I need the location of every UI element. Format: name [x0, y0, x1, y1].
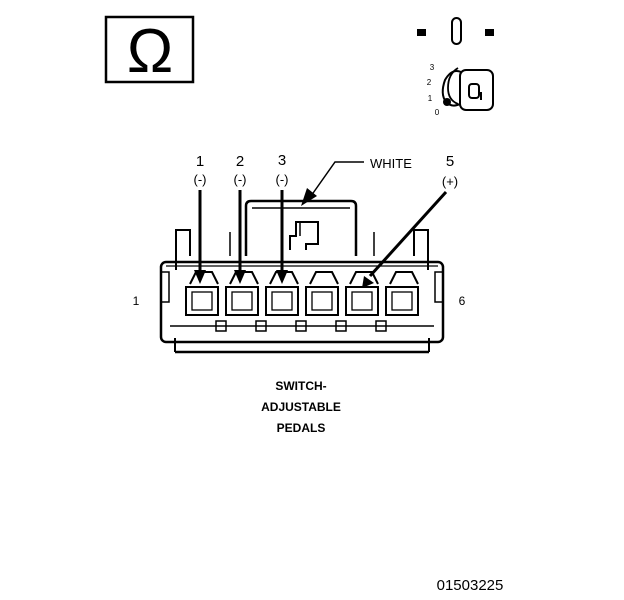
connector-end-left: 1 — [133, 294, 140, 308]
ohmmeter-box — [104, 15, 195, 84]
caption-line-1: SWITCH- — [275, 379, 326, 393]
key-slot-icon — [451, 17, 462, 45]
terminal-cavity-5 — [345, 271, 379, 316]
connector-body — [159, 199, 445, 354]
ignition-switch-symbol: 3 2 1 0 — [417, 17, 494, 117]
wire-color-label: WHITE — [370, 156, 412, 171]
caption-line-2: ADJUSTABLE — [261, 400, 341, 414]
pin-2-arrow — [234, 190, 246, 284]
pin-1-polarity: (-) — [194, 172, 207, 187]
ignition-position-3: 3 — [430, 63, 435, 72]
white-wire-leader — [301, 161, 364, 206]
pin-3-polarity: (-) — [276, 172, 289, 187]
connector-end-right: 6 — [459, 294, 466, 308]
pin-2-number: 2 — [236, 153, 244, 170]
terminal-cavity-4 — [305, 271, 339, 316]
ignition-tick-right — [485, 29, 494, 36]
ignition-position-2: 2 — [427, 78, 432, 87]
pin-2-polarity: (-) — [234, 172, 247, 187]
pin-5-number: 5 — [446, 153, 454, 170]
terminal-cavity-6 — [385, 271, 419, 316]
pin-1-arrow — [194, 190, 206, 284]
pin-3-number: 3 — [278, 152, 286, 169]
ignition-tick-left — [417, 29, 426, 36]
pin-3-arrow — [276, 190, 288, 284]
figure-number: 01503225 — [437, 577, 504, 594]
pin-5-arrow — [362, 190, 448, 288]
caption-line-3: PEDALS — [277, 421, 326, 435]
ohmmeter-symbol: Ω — [104, 15, 195, 86]
ignition-position-0: 0 — [435, 108, 440, 117]
pin-1-number: 1 — [196, 153, 204, 170]
ignition-position-1: 1 — [428, 94, 433, 103]
ohm-icon: Ω — [127, 17, 173, 86]
pin-5-polarity: (+) — [442, 174, 458, 189]
ignition-key-icon — [441, 67, 494, 111]
